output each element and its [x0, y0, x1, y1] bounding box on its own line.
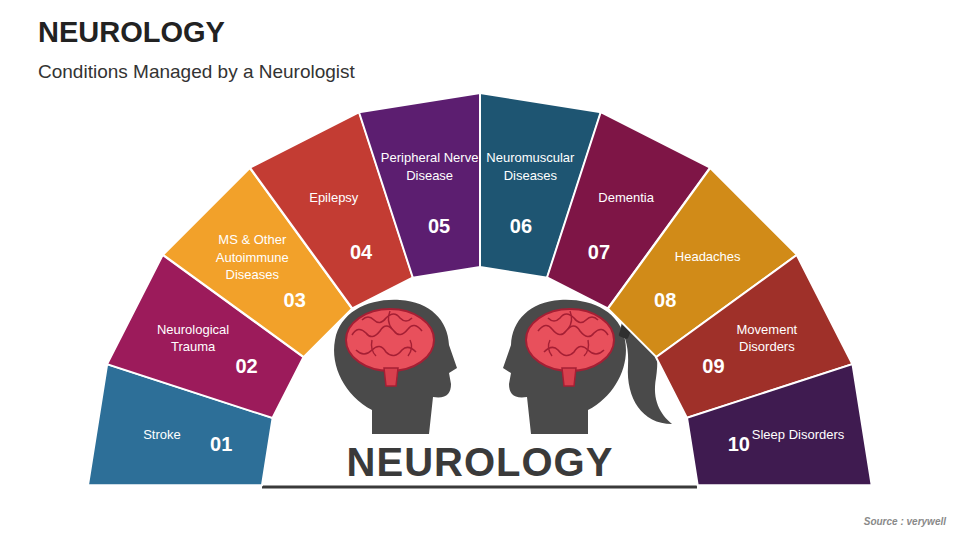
- condition-name: Sleep Disorders: [746, 426, 850, 444]
- subtitle: Conditions Managed by a Neurologist: [38, 61, 355, 83]
- condition-name: MS & Other Autoimmune Diseases: [200, 231, 304, 284]
- callout-number: 09: [702, 355, 724, 378]
- callout-number: 08: [654, 288, 676, 311]
- callout-number: 10: [728, 433, 750, 456]
- condition-name: Movement Disorders: [715, 321, 819, 356]
- condition-name: Neurological Trauma: [141, 321, 245, 356]
- segment-shape: [687, 364, 872, 485]
- condition-name: Dementia: [574, 189, 678, 207]
- condition-name: Headaches: [656, 249, 760, 267]
- callout-number: 02: [235, 355, 257, 378]
- condition-name: Epilepsy: [282, 189, 386, 207]
- condition-name: Peripheral Nerve Disease: [378, 149, 482, 184]
- source-note: Source : verywell: [864, 516, 946, 527]
- callout-number: 01: [210, 433, 232, 456]
- callout-number: 06: [510, 215, 532, 238]
- center-title: NEUROLOGY: [347, 440, 614, 485]
- segment-fill: [359, 93, 480, 278]
- segment-band: Peripheral Nerve Disease 05: [359, 93, 480, 278]
- title: NEUROLOGY: [38, 16, 225, 49]
- callout-number: 07: [588, 240, 610, 263]
- callout-number: 03: [284, 288, 306, 311]
- callout-number: 05: [428, 215, 450, 238]
- segment-shape: [359, 93, 480, 278]
- condition-name: Stroke: [110, 426, 214, 444]
- segment-band: Sleep Disorders10: [687, 364, 872, 485]
- callout-number: 04: [350, 240, 372, 263]
- condition-name: Neuromuscular Diseases: [478, 149, 582, 184]
- segment-fill: [687, 364, 872, 485]
